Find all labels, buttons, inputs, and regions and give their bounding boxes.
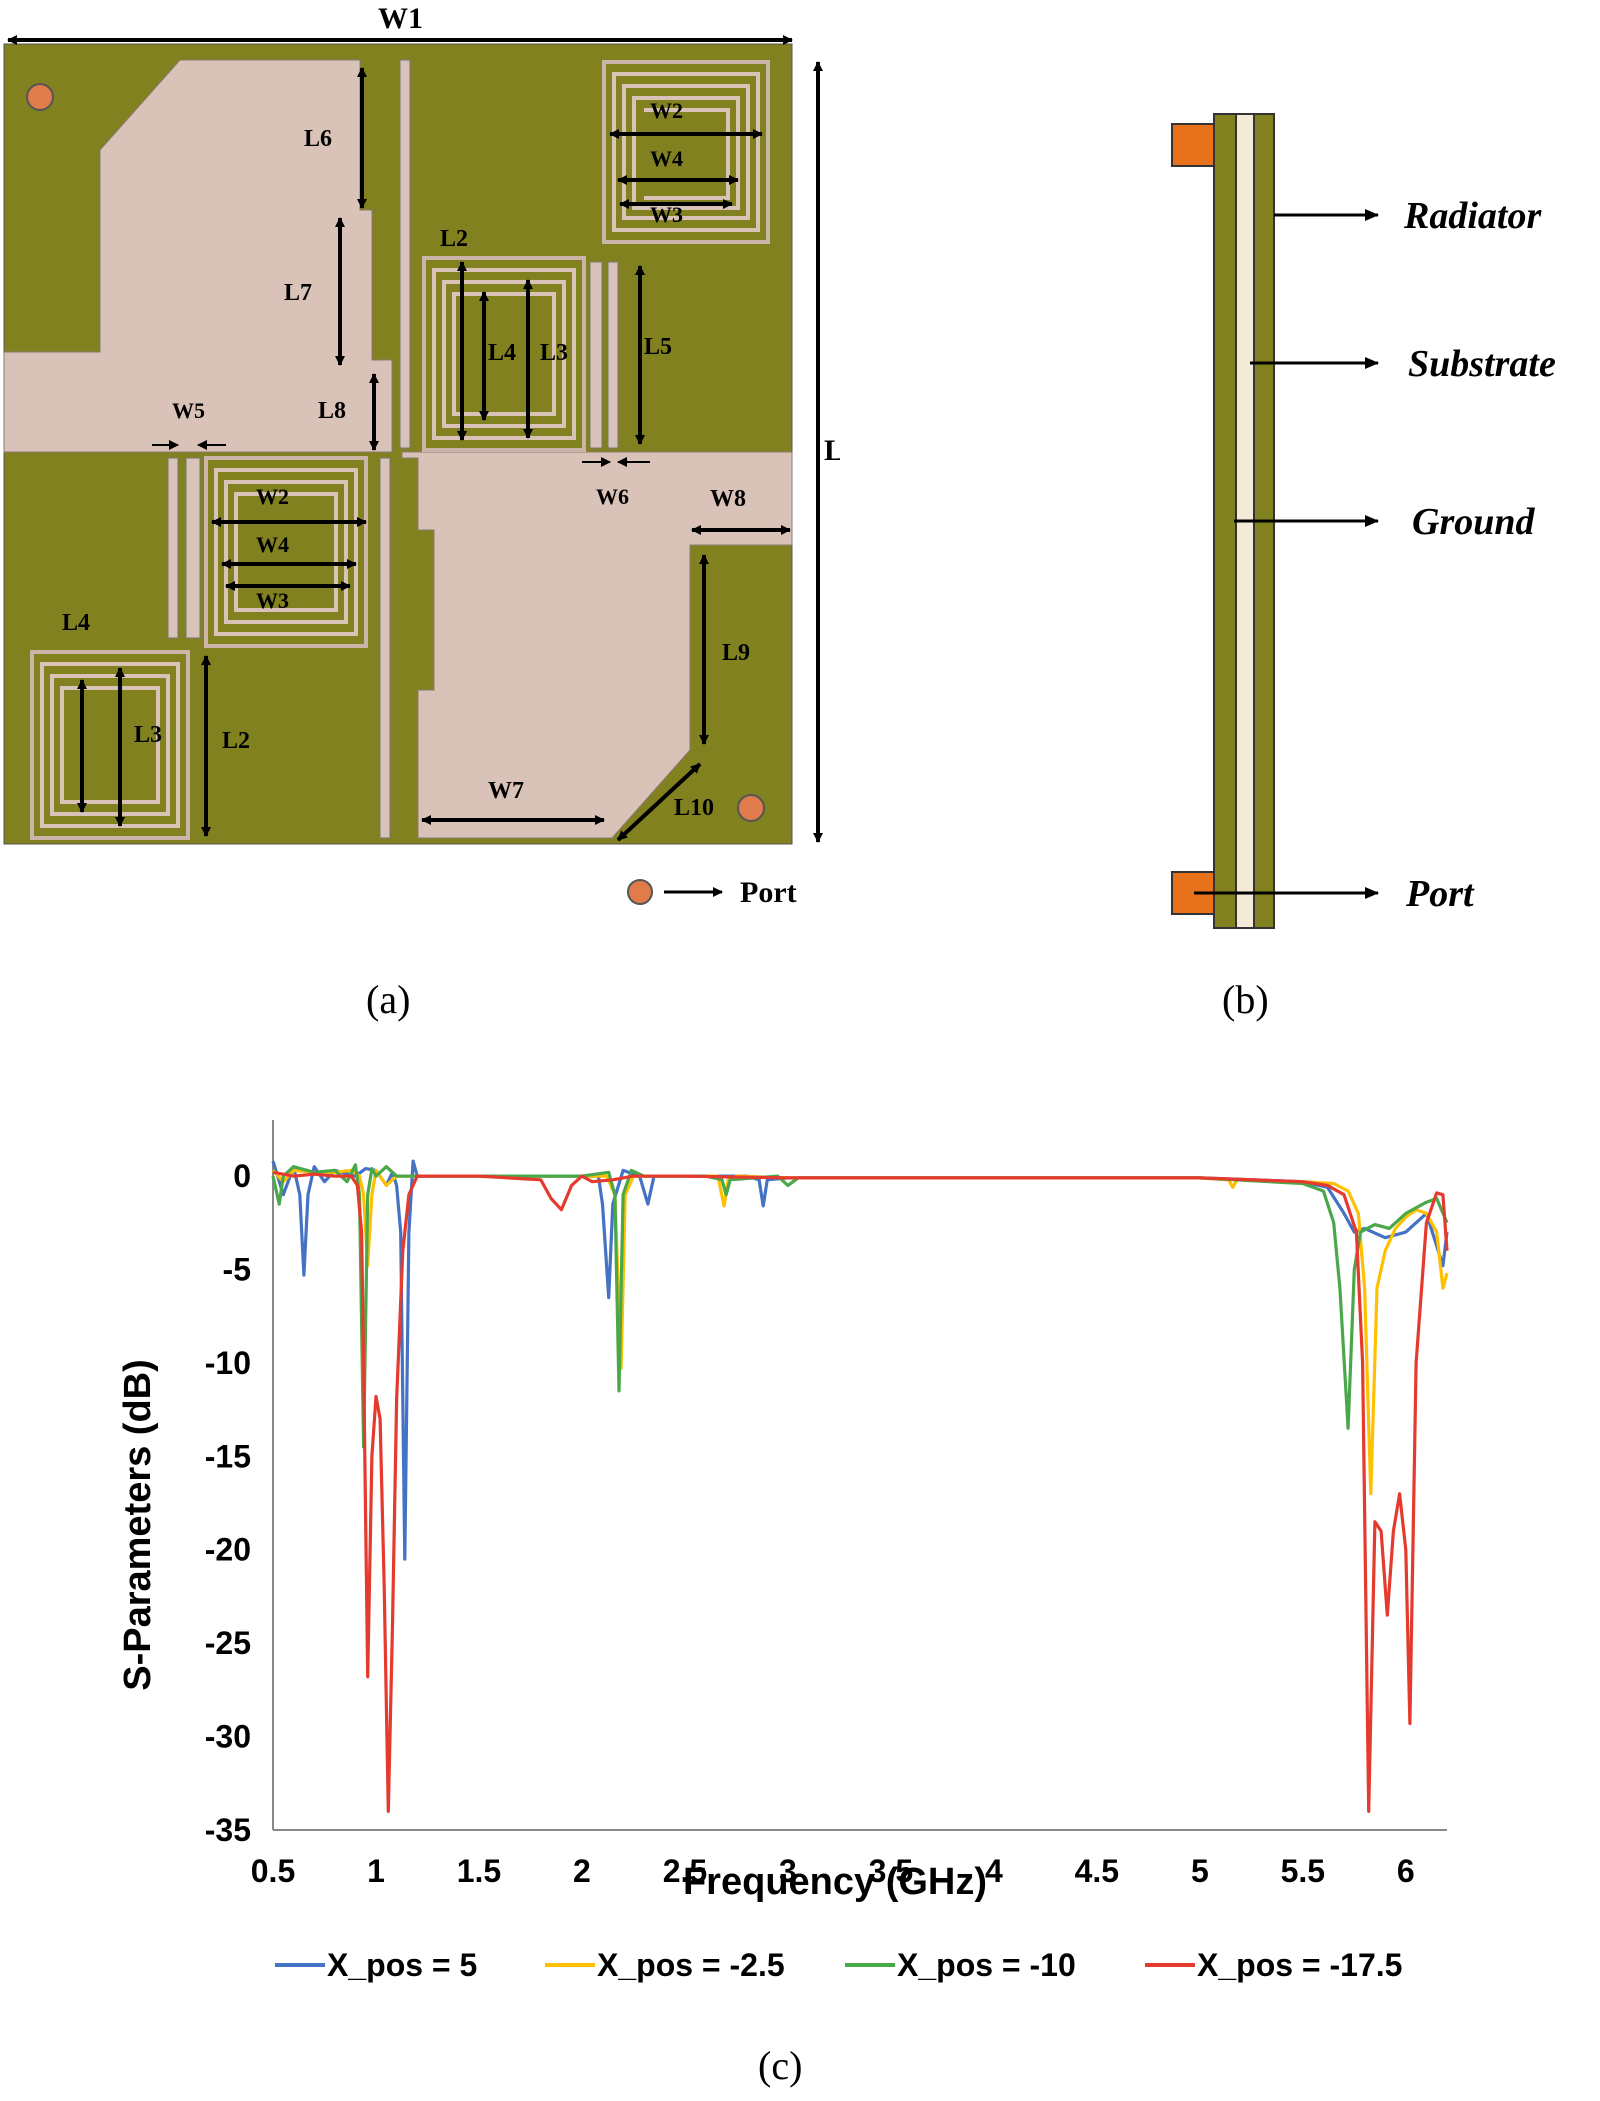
srr-top-right bbox=[602, 60, 770, 244]
strip bbox=[167, 457, 179, 639]
y-axis-title: S-Parameters (dB) bbox=[117, 1359, 159, 1691]
x-tick-label: 0.5 bbox=[251, 1853, 295, 1889]
port-legend-label: Port bbox=[740, 876, 797, 909]
ground-label: Ground bbox=[1412, 501, 1535, 543]
legend-label-4: X_pos = -17.5 bbox=[1197, 1947, 1402, 1983]
legend-label-3: X_pos = -10 bbox=[897, 1947, 1076, 1983]
x-tick-label: 3.5 bbox=[869, 1853, 913, 1889]
label-w7: W7 bbox=[488, 778, 524, 804]
srr-bottom-left bbox=[30, 650, 190, 840]
label-w3-mid: W3 bbox=[256, 588, 289, 613]
label-w8: W8 bbox=[710, 486, 746, 512]
label-w2-top: W2 bbox=[650, 98, 683, 123]
y-tick-label: -5 bbox=[223, 1251, 251, 1287]
y-tick-label: -25 bbox=[205, 1625, 251, 1661]
label-l4-bottom: L4 bbox=[62, 610, 90, 636]
legend-label-2: X_pos = -2.5 bbox=[597, 1947, 785, 1983]
radiator-label: Radiator bbox=[1403, 195, 1542, 237]
y-tick-label: -30 bbox=[205, 1719, 251, 1755]
x-tick-label: 2.5 bbox=[663, 1853, 707, 1889]
x-tick-label: 2 bbox=[573, 1853, 591, 1889]
label-l3-center: L3 bbox=[540, 340, 568, 366]
antenna-layout-figure: W1 L1 L6 L7 L8 L2 L4 L3 L5 W2 W4 W3 W5 W… bbox=[3, 2, 840, 909]
label-l2-bottom: L2 bbox=[222, 728, 250, 754]
caption-c: (c) bbox=[758, 2043, 803, 2088]
label-l1: L1 bbox=[824, 434, 840, 467]
x-axis-title: Frequency (GHz) bbox=[683, 1861, 987, 1903]
y-tick-label: -20 bbox=[205, 1532, 251, 1568]
strip bbox=[185, 457, 201, 639]
x-tick-label: 5.5 bbox=[1281, 1853, 1325, 1889]
series-line-4 bbox=[272, 1170, 1449, 1813]
strip bbox=[607, 261, 619, 449]
y-tick-label: -10 bbox=[205, 1345, 251, 1381]
label-l10: L10 bbox=[674, 795, 714, 821]
legend-label-1: X_pos = 5 bbox=[327, 1947, 477, 1983]
strip bbox=[589, 261, 603, 449]
label-w2-mid: W2 bbox=[256, 484, 289, 509]
series-line-3 bbox=[271, 1163, 1449, 1449]
srr-center bbox=[422, 256, 586, 452]
x-tick-label: 1 bbox=[367, 1853, 385, 1889]
label-w1: W1 bbox=[378, 2, 423, 35]
srr-left-middle bbox=[204, 456, 368, 648]
strip bbox=[379, 457, 391, 839]
label-l8: L8 bbox=[318, 398, 346, 424]
s-parameter-chart: 0.5 1 1.5 2 2.5 3 3.5 4 4.5 5 5.5 6 0 -5 -10 -15 -20 -25 -… bbox=[117, 1120, 1449, 1983]
dim-l10-arrow bbox=[616, 762, 702, 842]
lower-right-slot bbox=[401, 451, 793, 839]
label-w3-top: W3 bbox=[650, 202, 683, 227]
series-line-1 bbox=[271, 1159, 1449, 1561]
label-l3-bottom: L3 bbox=[134, 722, 162, 748]
layer-stack-figure: Radiator Substrate Ground Port bbox=[1171, 113, 1556, 929]
x-tick-label: 3 bbox=[779, 1853, 797, 1889]
x-tick-label: 4.5 bbox=[1075, 1853, 1119, 1889]
label-l5: L5 bbox=[644, 334, 672, 360]
substrate-label: Substrate bbox=[1408, 343, 1556, 385]
x-tick-label: 1.5 bbox=[457, 1853, 501, 1889]
series-line-2 bbox=[271, 1168, 1449, 1496]
y-tick-label: -35 bbox=[205, 1812, 251, 1848]
label-l2-center: L2 bbox=[440, 226, 468, 252]
y-tick-label: 0 bbox=[233, 1158, 251, 1194]
port-top-left bbox=[26, 83, 54, 111]
y-tick-label: -15 bbox=[205, 1438, 251, 1474]
port-label: Port bbox=[1405, 873, 1475, 915]
port-bottom-right bbox=[737, 794, 765, 822]
label-l4-center: L4 bbox=[488, 340, 516, 366]
x-tick-label: 5 bbox=[1191, 1853, 1209, 1889]
label-w6: W6 bbox=[596, 484, 629, 509]
label-w5: W5 bbox=[172, 398, 205, 423]
x-tick-label: 4 bbox=[985, 1853, 1003, 1889]
label-w4-mid: W4 bbox=[256, 532, 289, 557]
label-l9: L9 bbox=[722, 640, 750, 666]
caption-b: (b) bbox=[1222, 977, 1269, 1022]
ground-layer bbox=[1213, 113, 1237, 929]
label-w4-top: W4 bbox=[650, 146, 683, 171]
port-top-block bbox=[1171, 123, 1215, 167]
label-l6: L6 bbox=[304, 126, 332, 152]
x-tick-label: 6 bbox=[1397, 1853, 1415, 1889]
label-l7: L7 bbox=[284, 280, 312, 306]
strip bbox=[399, 59, 411, 449]
upper-left-slot bbox=[3, 59, 393, 453]
port-legend-icon bbox=[627, 879, 653, 905]
caption-a: (a) bbox=[366, 977, 411, 1022]
